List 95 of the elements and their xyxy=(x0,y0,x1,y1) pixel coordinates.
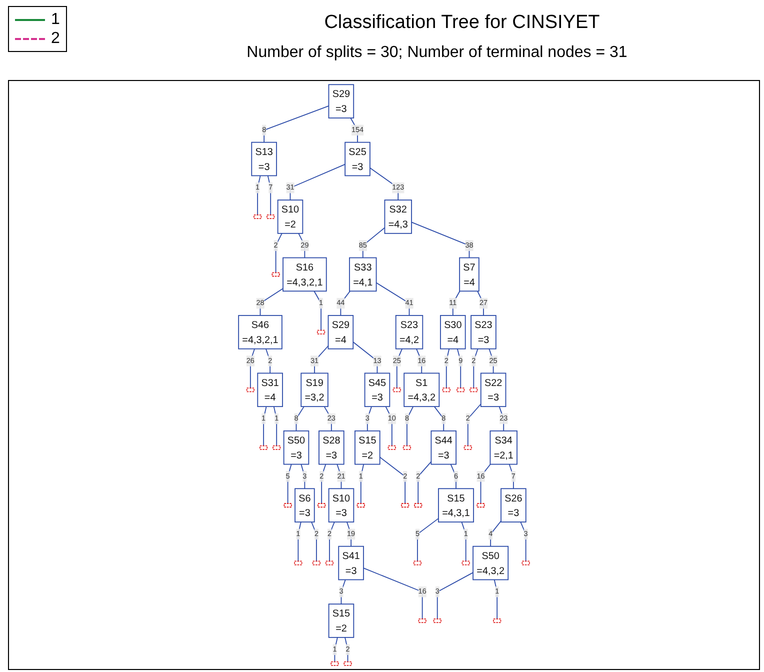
node-box xyxy=(316,330,326,334)
connector xyxy=(418,461,432,504)
node-box xyxy=(470,388,478,392)
connector xyxy=(346,522,352,547)
node-box xyxy=(522,560,530,566)
node-box: S16 =4,3,2,1 xyxy=(282,257,327,292)
node-box: S46 =4,3,2,1 xyxy=(238,315,282,350)
node-box xyxy=(442,388,450,392)
connector xyxy=(411,222,470,258)
node-box xyxy=(356,503,365,508)
connector xyxy=(352,342,378,374)
connector xyxy=(452,290,460,316)
node-box: S19 =3,2 xyxy=(300,372,328,408)
node-box xyxy=(464,445,472,450)
node-box: S41 =3 xyxy=(338,546,364,580)
connector xyxy=(264,106,330,143)
connector xyxy=(456,348,462,389)
connector xyxy=(376,282,410,316)
node-box xyxy=(433,618,442,623)
node-box: S44 =3 xyxy=(430,430,456,465)
connector xyxy=(406,406,414,446)
chart-title: Classification Tree for CINSIYET xyxy=(323,12,601,34)
node-box: S50 =3 xyxy=(283,430,310,465)
connector xyxy=(467,404,482,446)
node-box xyxy=(392,388,401,392)
node-box: S23 =3 xyxy=(470,315,496,350)
node-box: S33 =4,1 xyxy=(349,257,377,292)
connector xyxy=(490,520,502,547)
node-box xyxy=(254,214,262,219)
node-box: S22 =3 xyxy=(480,372,506,408)
node-box: S26 =3 xyxy=(500,488,526,522)
node-box: S45 =3 xyxy=(364,372,390,408)
node-box xyxy=(325,560,334,566)
node-box: S6 =3 xyxy=(294,488,315,522)
connector xyxy=(416,348,422,374)
node-box xyxy=(456,388,465,392)
node-box: S50 =4,3,2 xyxy=(472,546,509,580)
node-box xyxy=(413,560,422,566)
legend-label: 2 xyxy=(51,29,60,48)
node-box xyxy=(312,560,320,566)
subtitle: Number of splits = 30; Number of terminal nodes = 31 xyxy=(246,44,628,62)
node-box xyxy=(402,445,411,450)
connector xyxy=(362,227,386,258)
node-box: S31 =4 xyxy=(257,372,283,408)
node-box xyxy=(330,661,339,666)
node-box: S30 =4 xyxy=(440,315,466,350)
connector xyxy=(434,406,444,432)
node-box xyxy=(418,618,426,623)
node-box xyxy=(388,445,396,450)
node-box: S10 =2 xyxy=(277,200,304,234)
connector xyxy=(417,518,439,562)
node-box: S28 =3 xyxy=(318,430,344,465)
connector xyxy=(461,522,466,562)
connector xyxy=(370,167,399,200)
connector xyxy=(257,175,261,216)
connector xyxy=(379,456,406,504)
connector xyxy=(314,345,329,374)
node-box: S25 =3 xyxy=(344,142,370,176)
node-box xyxy=(493,618,502,623)
node-box xyxy=(272,272,280,277)
connector xyxy=(314,290,322,331)
node-box: S34 =2,1 xyxy=(490,430,518,465)
connector xyxy=(520,522,526,562)
node-box xyxy=(476,503,485,508)
node-box xyxy=(344,661,352,666)
node-box xyxy=(401,503,410,508)
node-box: S10 =3 xyxy=(328,488,354,522)
connector xyxy=(363,568,423,620)
connector xyxy=(267,175,272,216)
connector xyxy=(298,232,306,258)
node-box: S15 =2 xyxy=(354,430,380,465)
node-box xyxy=(318,503,326,508)
node-box xyxy=(266,214,275,219)
node-box xyxy=(272,445,281,450)
node-box: S29 =3 xyxy=(328,84,354,118)
node-box xyxy=(462,560,470,566)
node-box xyxy=(246,388,254,392)
node-box xyxy=(294,560,302,566)
node-box xyxy=(284,503,292,508)
connector xyxy=(480,464,491,504)
node-box: S23 =4,2 xyxy=(395,315,424,350)
connector xyxy=(290,164,346,200)
node-box: S29 =4 xyxy=(328,315,354,350)
connector xyxy=(263,406,267,446)
connector xyxy=(385,406,392,446)
node-box: S13 =3 xyxy=(251,142,277,176)
legend-label: 1 xyxy=(51,10,60,29)
node-box xyxy=(414,503,422,508)
node-box: S15 =2 xyxy=(328,604,354,638)
node-box: S32 =4,3 xyxy=(384,200,412,234)
node-box: S7 =4 xyxy=(459,257,480,292)
node-box xyxy=(260,445,268,450)
node-box: S1 =4,3,2 xyxy=(404,372,440,408)
connector xyxy=(275,232,282,274)
node-box: S15 =4,3,1 xyxy=(438,488,474,522)
